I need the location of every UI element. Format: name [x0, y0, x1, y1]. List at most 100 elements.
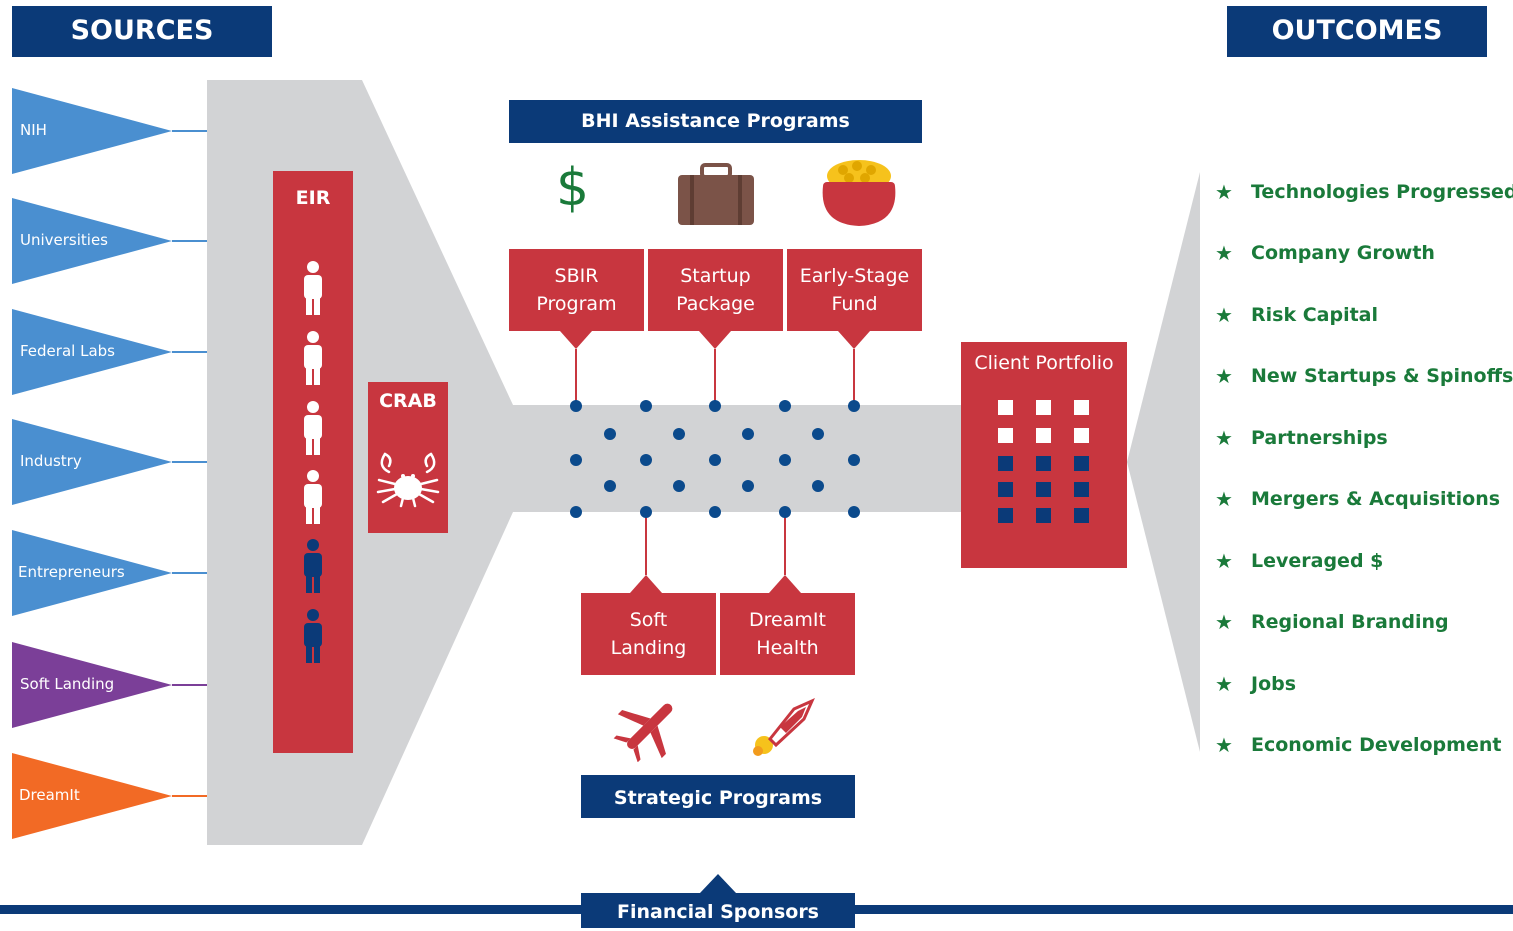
strategic-programs-header: Strategic Programs: [581, 775, 855, 818]
person-icon: [304, 539, 322, 593]
outcome-item: ★ Technologies Progressed: [1215, 177, 1513, 207]
portfolio-square: [1036, 456, 1051, 471]
outcome-label: Company Growth: [1251, 242, 1435, 264]
source-label-entrepreneurs: Entrepreneurs: [18, 563, 125, 581]
source-label-universities: Universities: [20, 231, 109, 249]
portfolio-square: [1036, 482, 1051, 497]
portfolio-square: [1074, 508, 1089, 523]
pipeline-dot: [604, 428, 616, 440]
pipeline: [513, 405, 963, 512]
eir-label: EIR: [295, 187, 331, 209]
source-triangle: [12, 419, 172, 505]
outcome-item: ★ Economic Development: [1215, 730, 1501, 760]
pipeline-dot: [779, 506, 791, 518]
program-early-stage-fund: Early-Stage Fund: [787, 249, 922, 331]
outcome-label: Jobs: [1251, 673, 1297, 695]
portfolio-square: [998, 428, 1013, 443]
portfolio-square: [998, 482, 1013, 497]
portfolio-square: [998, 508, 1013, 523]
program-startup-package: Startup Package: [648, 249, 783, 331]
source-label-dreamit: DreamIt: [19, 786, 80, 804]
program-dreamit-health: DreamIt Health: [720, 593, 855, 675]
source-triangle: [12, 753, 172, 839]
portfolio-square: [1036, 508, 1051, 523]
source-label-industry: Industry: [20, 452, 82, 470]
pipeline-dot: [673, 428, 685, 440]
person-icon: [304, 261, 322, 315]
outcomes-header: OUTCOMES: [1227, 6, 1487, 57]
outcome-item: ★ Partnerships: [1215, 423, 1388, 453]
client-portfolio-box: Client Portfolio: [961, 342, 1127, 568]
client-portfolio-label: Client Portfolio: [974, 352, 1114, 374]
pipeline-dot: [742, 480, 754, 492]
outcome-item: ★Risk Capital: [1215, 300, 1378, 330]
pipeline-dot: [673, 480, 685, 492]
pipeline-dot: [709, 400, 721, 412]
person-icon: [304, 609, 322, 663]
pipeline-dot: [848, 506, 860, 518]
outcome-label: Leveraged $: [1251, 550, 1384, 572]
pipeline-dot: [848, 400, 860, 412]
portfolio-square: [998, 400, 1013, 415]
airplane-icon: [613, 703, 673, 762]
program-pointer: [699, 331, 731, 349]
person-icon: [304, 331, 322, 385]
outcome-label: Economic Development: [1251, 734, 1502, 756]
pipeline-dot: [640, 454, 652, 466]
outcome-item: ★Mergers & Acquisitions: [1215, 484, 1500, 514]
program-sbir: SBIR Program: [509, 249, 644, 331]
sponsors-pointer: [700, 874, 736, 893]
program-soft-landing: Soft Landing: [581, 593, 716, 675]
star-icon: ★: [1215, 672, 1233, 696]
person-icon: [304, 470, 322, 524]
portfolio-square: [1074, 400, 1089, 415]
pipeline-dot: [570, 400, 582, 412]
pipeline-dot: [709, 506, 721, 518]
outcome-label: New Startups & Spinoffs: [1251, 365, 1513, 387]
program-pointer: [630, 575, 662, 593]
outcomes-fan: [1127, 172, 1200, 752]
portfolio-square: [1036, 428, 1051, 443]
eir-box: EIR: [273, 171, 353, 753]
outcome-label: Mergers & Acquisitions: [1251, 488, 1501, 510]
star-icon: ★: [1215, 549, 1233, 573]
pipeline-dot: [812, 428, 824, 440]
outcome-label: Risk Capital: [1251, 304, 1378, 326]
portfolio-grid: [998, 400, 1089, 523]
portfolio-square: [998, 456, 1013, 471]
pipeline-dot: [812, 480, 824, 492]
pipeline-dot: [709, 454, 721, 466]
source-label-nih: NIH: [20, 121, 47, 139]
person-icon: [304, 401, 322, 455]
source-triangle: [12, 530, 172, 616]
portfolio-square: [1036, 400, 1051, 415]
crab-label: CRAB: [379, 390, 437, 412]
pipeline-dot: [640, 506, 652, 518]
program-pointer: [560, 331, 592, 349]
source-triangle: [12, 642, 172, 728]
source-label-federal-labs: Federal Labs: [20, 342, 115, 360]
pipeline-dot: [640, 400, 652, 412]
outcome-item: ★ Regional Branding: [1215, 607, 1449, 637]
bhi-programs-header: BHI Assistance Programs: [509, 100, 922, 143]
star-icon: ★: [1215, 426, 1233, 450]
sources-funnel: [207, 80, 513, 845]
star-icon: ★: [1215, 733, 1233, 757]
briefcase-icon: [678, 163, 754, 225]
outcome-label: Regional Branding: [1251, 611, 1449, 633]
portfolio-square: [1074, 456, 1089, 471]
pipeline-dot: [779, 400, 791, 412]
star-icon: ★: [1215, 364, 1233, 388]
outcome-label: Technologies Progressed: [1251, 181, 1513, 203]
star-icon: ★: [1215, 180, 1233, 204]
pipeline-dot: [604, 480, 616, 492]
sources-header: SOURCES: [12, 6, 272, 57]
portfolio-square: [1074, 428, 1089, 443]
pipeline-dot: [570, 506, 582, 518]
financial-sponsors-header: Financial Sponsors: [581, 893, 855, 928]
outcome-label: Partnerships: [1251, 427, 1388, 449]
pipeline-dot: [570, 454, 582, 466]
source-triangle: [12, 198, 172, 284]
source-label-soft-landing: Soft Landing: [20, 675, 115, 693]
star-icon: ★: [1215, 610, 1233, 634]
